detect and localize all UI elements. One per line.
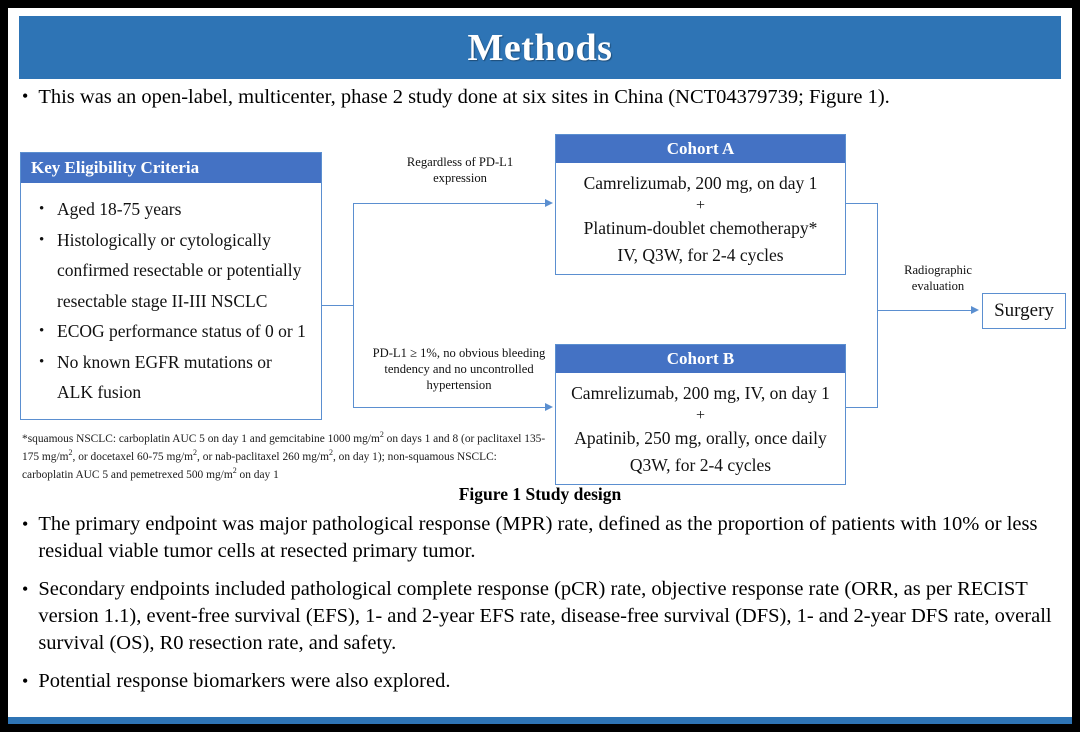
arrow-to-surgery-icon [971,306,979,314]
regimen-plus: + [695,407,706,424]
bullet-marker-icon: • [22,514,29,534]
endpoint-text: The primary endpoint was major pathologi… [38,513,1038,562]
bullet-marker-icon: • [22,579,29,599]
eligibility-criteria-list: • Aged 18-75 years • Histologically or cyt… [27,188,315,408]
endpoint-text: Potential response biomarkers were also … [38,670,451,692]
eligibility-box: Key Eligibility Criteria • Aged 18-75 yea… [20,152,322,420]
cohort-a-header: Cohort A [556,135,845,163]
bullet-marker-icon: • [22,86,29,106]
regimen-plus: + [695,197,706,214]
bullet-marker-icon: • [39,323,45,339]
cohort-a-regimen: Camrelizumab, 200 mg, on day 1 + Platinu… [556,163,845,269]
regimen-line: Apatinib, 250 mg, orally, once daily [574,428,827,448]
footnote-text: *squamous NSCLC: carboplatin AUC 5 on da… [22,430,546,482]
label-radiographic-evaluation: Radiographic evaluation [904,263,972,293]
connector-cohort-a-out [846,203,878,205]
bullet-marker-icon: • [39,201,45,217]
eligibility-header: Key Eligibility Criteria [21,153,321,183]
lead-bullet: • This was an open-label, multicenter, p… [22,84,1062,110]
cohort-b-regimen: Camrelizumab, 200 mg, IV, on day 1 + Apa… [556,373,845,479]
criterion-text: Aged 18-75 years [57,199,182,219]
connector-to-cohort-a [353,203,546,205]
bullet-marker-icon: • [22,671,29,691]
list-item: • Potential response biomarkers were als… [22,668,1064,695]
criterion-text: ECOG performance status of 0 or 1 [57,321,306,341]
connector-cohort-b-out [846,407,878,409]
lead-bullet-text: This was an open-label, multicenter, pha… [38,86,890,108]
arrow-to-cohort-a-icon [545,199,553,207]
bullet-marker-icon: • [39,231,45,248]
slide-page: Methods • This was an open-label, multic… [8,8,1072,724]
regimen-line: Q3W, for 2-4 cycles [629,455,772,475]
chemotherapy-footnote: *squamous NSCLC: carboplatin AUC 5 on da… [22,428,547,483]
cohort-b-box: Cohort B Camrelizumab, 200 mg, IV, on da… [555,344,846,485]
title-banner: Methods [19,16,1061,79]
page-title: Methods [467,26,613,69]
cohort-b-header: Cohort B [556,345,845,373]
endpoint-text: Secondary endpoints included pathologica… [38,578,1052,654]
bullet-marker-icon: • [39,353,45,370]
connector-to-cohort-b [353,407,546,409]
label-regardless-pdl1: Regardless of PD-L1 expression [406,155,514,185]
regimen-line: Camrelizumab, 200 mg, on day 1 [583,173,818,193]
figure-caption: Figure 1 Study design [458,484,622,504]
regimen-line: IV, Q3W, for 2-4 cycles [617,245,784,265]
connector-to-surgery [877,310,972,312]
study-design-diagram: Key Eligibility Criteria • Aged 18-75 yea… [8,112,1072,502]
endpoints-list: • The primary endpoint was major patholo… [22,511,1064,706]
list-item: • Secondary endpoints included pathologi… [22,576,1064,657]
eligibility-body: • Aged 18-75 years • Histologically or cyt… [21,183,321,414]
connector-merge-trunk [877,203,879,408]
list-item: • Histologically or cytologically confirm… [33,225,311,317]
connector-elig-stem [322,305,354,307]
surgery-label: Surgery [994,300,1054,321]
list-item: • The primary endpoint was major patholo… [22,511,1064,565]
surgery-box: Surgery [982,293,1066,329]
connector-split-trunk [353,203,355,408]
criterion-text: Histologically or cytologically confirme… [57,229,302,311]
criterion-text: No known EGFR mutations or ALK fusion [57,351,272,403]
arrow-to-cohort-b-icon [545,403,553,411]
regimen-line: Camrelizumab, 200 mg, IV, on day 1 [571,383,830,403]
list-item: • No known EGFR mutations or ALK fusion [33,347,311,408]
list-item: • ECOG performance status of 0 or 1 [33,316,311,347]
list-item: • Aged 18-75 years [33,194,311,225]
bottom-accent-rule [8,717,1072,724]
cohort-a-box: Cohort A Camrelizumab, 200 mg, on day 1 … [555,134,846,275]
regimen-line: Platinum-doublet chemotherapy* [583,218,818,238]
label-pdl1-criteria: PD-L1 ≥ 1%, no obvious bleeding tendency… [372,346,546,392]
